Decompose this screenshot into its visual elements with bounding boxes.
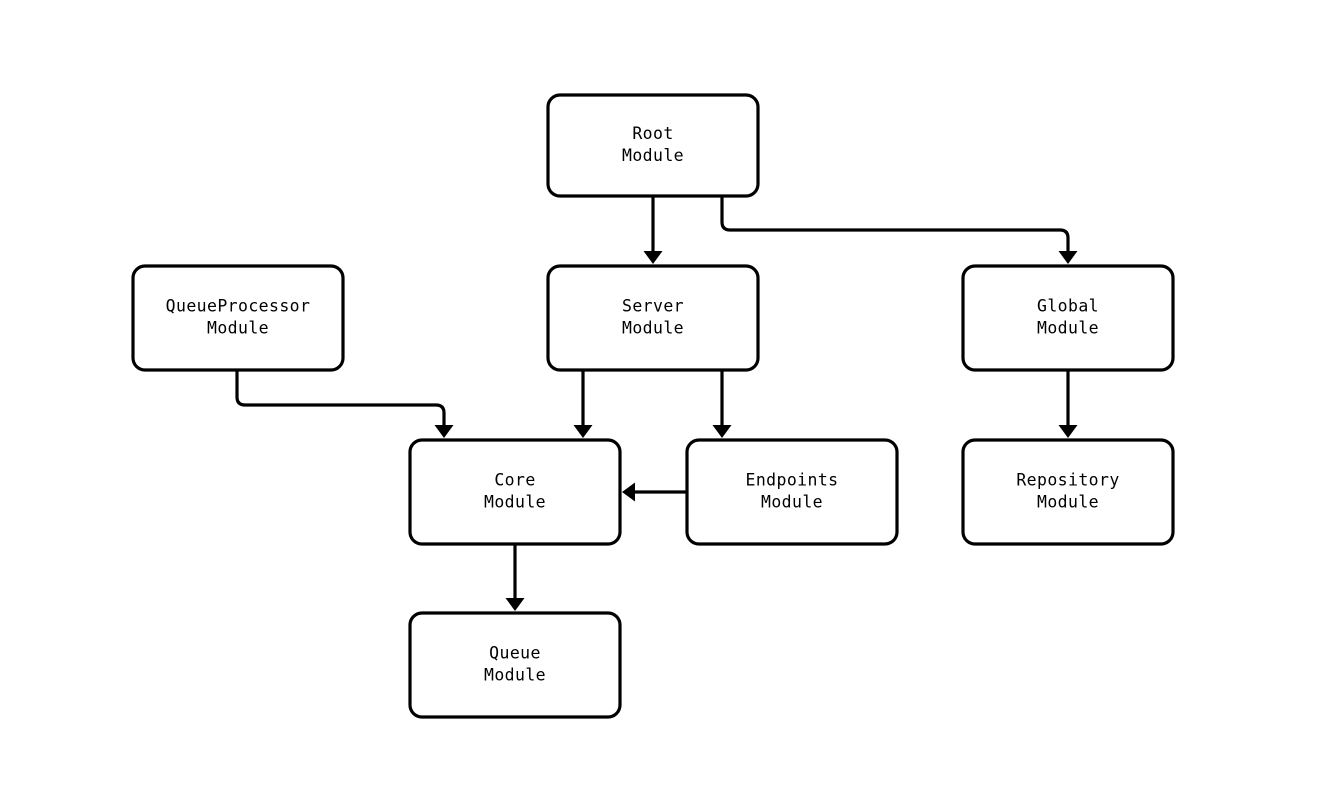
node-box-server[interactable]: [546, 264, 760, 372]
edge-server-to-endpoints: [712, 370, 732, 438]
arrow-head-icon: [505, 598, 525, 611]
node-box-repository[interactable]: [961, 438, 1175, 546]
node-label-line2-server: Module: [622, 319, 684, 338]
node-label-line2-endpoints: Module: [761, 493, 823, 512]
node-label-line1-global: Global: [1037, 297, 1099, 316]
node-label-line1-queueprocessor: QueueProcessor: [166, 297, 311, 316]
arrow-head-icon: [1058, 251, 1078, 264]
node-box-global[interactable]: [961, 264, 1175, 372]
node-box-core[interactable]: [408, 438, 622, 546]
node-box-queue[interactable]: [408, 611, 622, 719]
nodes-layer: RootModuleQueueProcessorModuleServerModu…: [131, 93, 1175, 719]
node-label-line1-queue: Queue: [489, 644, 541, 663]
arrow-head-icon: [622, 482, 635, 502]
node-label-line2-queueprocessor: Module: [207, 319, 269, 338]
node-label-line1-core: Core: [494, 471, 535, 490]
edge-core-to-queue: [505, 544, 525, 611]
node-box-queueprocessor[interactable]: [131, 264, 345, 372]
node-label-line2-repository: Module: [1037, 493, 1099, 512]
arrow-head-icon: [1058, 425, 1078, 438]
node-label-line2-root: Module: [622, 146, 684, 165]
node-label-line1-repository: Repository: [1016, 471, 1119, 490]
edge-global-to-repository: [1058, 370, 1078, 438]
edge-server-to-core: [573, 370, 593, 438]
arrow-head-icon: [573, 425, 593, 438]
node-label-line2-global: Module: [1037, 319, 1099, 338]
edge-line: [720, 196, 1070, 253]
edge-endpoints-to-core: [622, 482, 687, 502]
edge-root-to-server: [643, 196, 663, 264]
edge-root-to-global: [720, 196, 1078, 264]
node-label-line2-queue: Module: [484, 666, 546, 685]
arrow-head-icon: [643, 251, 663, 264]
arrow-head-icon: [712, 425, 732, 438]
node-label-line1-server: Server: [622, 297, 684, 316]
edge-queueprocessor-to-core: [235, 370, 454, 438]
edges-layer: [235, 196, 1078, 611]
node-box-endpoints[interactable]: [685, 438, 899, 546]
node-label-line2-core: Module: [484, 493, 546, 512]
node-box-root[interactable]: [546, 93, 760, 198]
edge-line: [235, 370, 446, 427]
node-label-line1-endpoints: Endpoints: [745, 471, 838, 490]
node-label-line1-root: Root: [632, 124, 673, 143]
arrow-head-icon: [434, 425, 454, 438]
